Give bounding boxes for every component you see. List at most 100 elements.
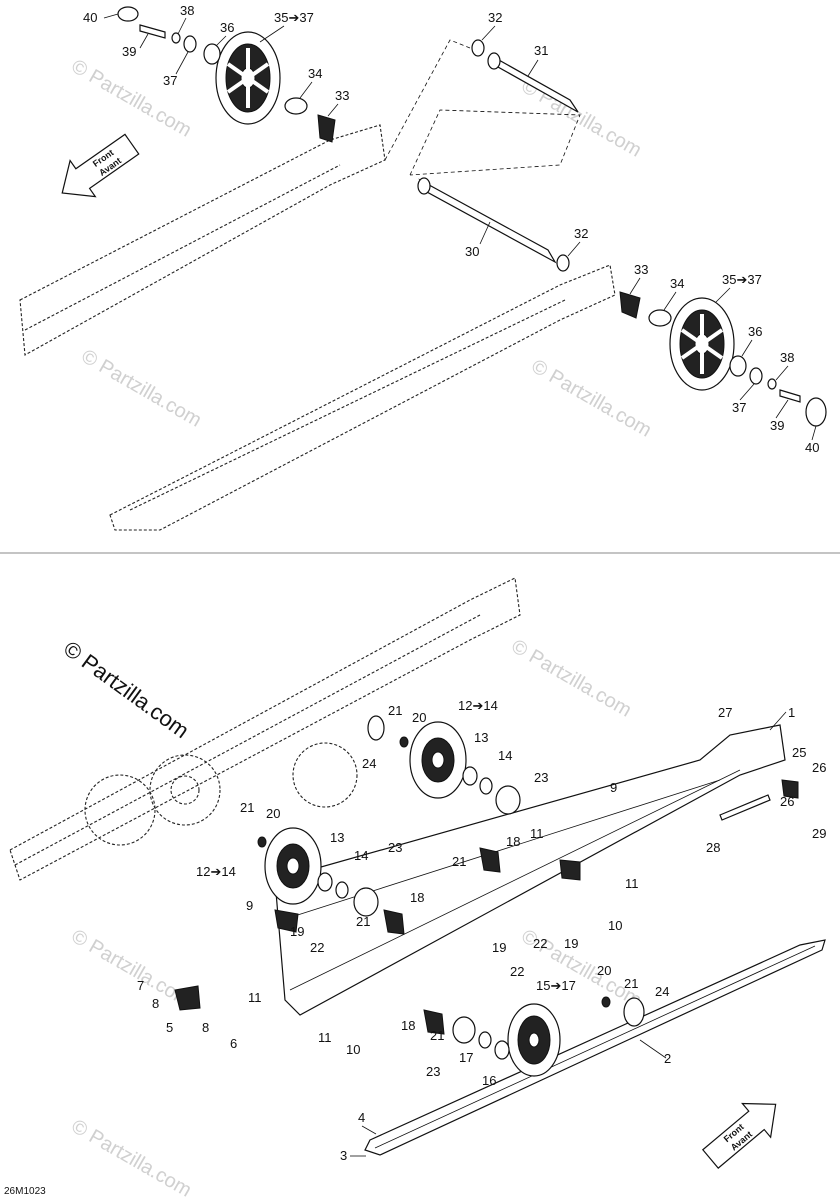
nut-20 (257, 836, 267, 848)
watermarks: © Partzilla.com © Partzilla.com © Partzi… (68, 55, 656, 1200)
bracket-18 (383, 909, 405, 935)
bolt-39 (139, 24, 166, 39)
callout-28: 28 (706, 840, 720, 855)
callout-36: 36 (748, 324, 762, 339)
ring-37 (183, 35, 197, 53)
callout-30: 30 (465, 244, 479, 259)
callout-17: 17 (459, 1050, 473, 1065)
drawing-code: 26M1023 (4, 1186, 46, 1197)
callout-10: 10 (608, 918, 622, 933)
watermark: © Partzilla.com (528, 355, 656, 441)
spacer-23 (452, 1016, 476, 1044)
spacer-34 (648, 309, 672, 327)
spacer-23 (353, 887, 379, 917)
axle-31 (487, 52, 579, 113)
axle-leaders (384, 39, 581, 176)
bottom-callouts: 1 27 25 26 26 29 28 12➔14 21 20 24 13 14… (137, 698, 826, 1163)
callout-23: 23 (426, 1064, 440, 1079)
callout-18: 18 (410, 890, 424, 905)
cap-24 (367, 715, 385, 741)
callout-13: 13 (474, 730, 488, 745)
callout-32: 32 (488, 10, 502, 25)
callout-11: 11 (530, 826, 544, 841)
callout-12-14: 12➔14 (458, 698, 498, 713)
front-arrow-icon: Front Avant (701, 1102, 777, 1169)
callout-36: 36 (220, 20, 234, 35)
callout-21: 21 (624, 976, 638, 991)
washer-32 (471, 39, 485, 57)
front-arrow-icon: Front Avant (61, 133, 140, 198)
watermark: © Partzilla.com (68, 925, 196, 1011)
callout-4: 4 (358, 1110, 365, 1125)
callout-11: 11 (625, 876, 639, 891)
bearing-36 (203, 43, 221, 65)
callout-21: 21 (240, 800, 254, 815)
bolt-39 (779, 389, 801, 403)
callout-21: 21 (452, 854, 466, 869)
washer-38 (171, 32, 181, 44)
callout-10: 10 (346, 1042, 360, 1057)
bearing-13 (317, 872, 333, 892)
axle-28 (719, 794, 771, 821)
callout-40: 40 (805, 440, 819, 455)
leader-lines (103, 13, 817, 1157)
top-callouts: 40 39 38 37 36 35➔37 34 33 32 31 30 32 3… (83, 3, 819, 455)
callout-40: 40 (83, 10, 97, 25)
callout-9: 9 (246, 898, 253, 913)
slider-2 (364, 939, 826, 1156)
callout-19: 19 (492, 940, 506, 955)
callout-23: 23 (534, 770, 548, 785)
wheel-12-14-top (409, 721, 467, 799)
watermark: © Partzilla.com (68, 1115, 196, 1200)
callout-33: 33 (634, 262, 648, 277)
callout-20: 20 (597, 963, 611, 978)
wheel-12-14-left (264, 827, 322, 905)
callout-39: 39 (770, 418, 784, 433)
callout-25: 25 (792, 745, 806, 760)
washer-32 (556, 254, 570, 272)
callout-32: 32 (574, 226, 588, 241)
callout-12-14: 12➔14 (196, 864, 236, 879)
ring-14 (479, 777, 493, 795)
callout-34: 34 (308, 66, 322, 81)
callout-26: 26 (780, 794, 794, 809)
callout-35-37: 35➔37 (722, 272, 762, 287)
watermark: © Partzilla.com (68, 55, 196, 141)
callout-1: 1 (788, 705, 795, 720)
callout-20: 20 (266, 806, 280, 821)
stopper-9 (559, 859, 581, 881)
callout-29: 29 (812, 826, 826, 841)
callout-19: 19 (564, 936, 578, 951)
callout-14: 14 (498, 748, 512, 763)
callout-3: 3 (340, 1148, 347, 1163)
rail-1 (274, 724, 786, 1016)
spacer-23 (495, 785, 521, 815)
left-rail-ghost (9, 577, 521, 881)
bracket-18 (479, 847, 501, 873)
ring-17 (478, 1031, 492, 1049)
bearing-16 (494, 1040, 510, 1060)
watermark: © Partzilla.com (78, 345, 206, 431)
callout-22: 22 (533, 936, 547, 951)
callout-35-37: 35➔37 (274, 10, 314, 25)
callout-11: 11 (248, 990, 262, 1005)
clip-5 (174, 985, 201, 1011)
callout-37: 37 (732, 400, 746, 415)
idler-wheel-top (215, 31, 281, 125)
callout-34: 34 (670, 276, 684, 291)
callout-21: 21 (356, 914, 370, 929)
callout-39: 39 (122, 44, 136, 59)
bearing-13 (462, 766, 478, 786)
cap-40 (117, 6, 139, 22)
callout-22: 22 (310, 940, 324, 955)
axle-30 (417, 177, 557, 264)
callout-8: 8 (152, 996, 159, 1011)
callout-19: 19 (290, 924, 304, 939)
stopper-9 (274, 909, 299, 933)
callout-15-17: 15➔17 (536, 978, 576, 993)
wheel-15-17 (507, 1003, 561, 1077)
idler-wheel-right (669, 297, 735, 391)
callout-22: 22 (510, 964, 524, 979)
callout-9: 9 (610, 780, 617, 795)
